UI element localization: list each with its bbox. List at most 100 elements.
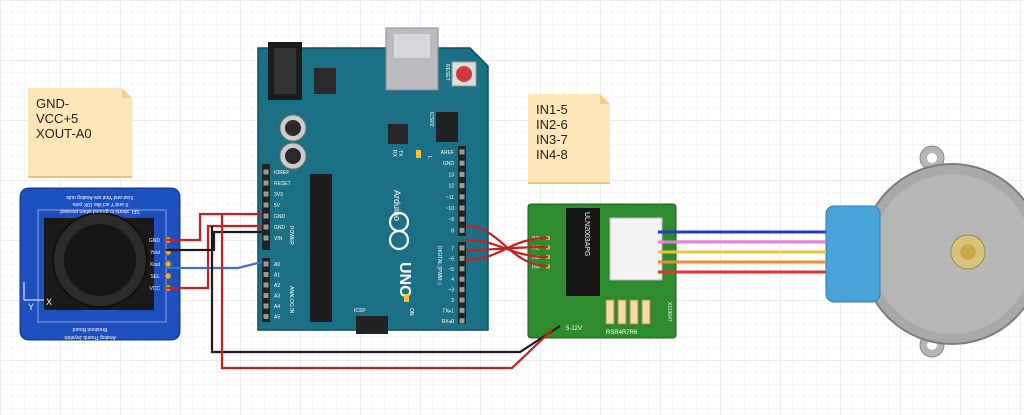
digital-pin-label: 8 [451, 228, 454, 234]
motor-connector [609, 217, 663, 281]
driver-note-line-1: IN1-5 [536, 102, 568, 117]
digital-pin-label: 7 [451, 246, 454, 252]
digital-pin[interactable] [459, 183, 465, 189]
l-label: L [426, 156, 432, 159]
power-pin[interactable] [263, 180, 269, 186]
l-led [416, 150, 421, 158]
joystick-pin-label: SEL [151, 274, 161, 280]
digital-pin[interactable] [459, 227, 465, 233]
uln2003-chip [566, 208, 600, 296]
digital-pin-label: ~6 [448, 256, 454, 262]
reset-button-cap[interactable] [456, 66, 472, 82]
power-pin[interactable] [263, 191, 269, 197]
joystick-note-line-2: VCC+5 [36, 111, 79, 126]
digital-pin[interactable] [459, 287, 465, 293]
analog-pin[interactable] [263, 272, 269, 277]
icsp2-label: ICSP2 [428, 112, 434, 127]
analog-pin-label: A4 [274, 304, 280, 310]
analog-pin[interactable] [263, 261, 269, 267]
joystick-cap[interactable] [64, 224, 136, 296]
power-pin[interactable] [263, 224, 269, 230]
power-pin-label: IOREF [274, 170, 289, 176]
digital-pin[interactable] [459, 171, 465, 177]
arduino-brand-text: Arduino [392, 190, 402, 221]
analog-header [262, 258, 270, 322]
driver-note-line-2: IN2-6 [536, 117, 568, 132]
joystick-desc-2: X and Y act like 10K pots. [71, 201, 128, 207]
joystick-pin-label: Yout [150, 250, 160, 256]
chip-label: ULN2003APG [583, 212, 590, 256]
analog-pin[interactable] [263, 314, 269, 319]
joystick-subtitle: Breakout Board [72, 326, 107, 332]
digital-pin[interactable] [459, 276, 465, 282]
power-pin[interactable] [263, 213, 269, 219]
joystick-breakout-board: Xout and Yout are Analog outs X and Y ac… [19, 187, 181, 341]
power-pin-label: 5V [274, 203, 281, 209]
power-label: 5-12V [566, 326, 582, 332]
power-pin[interactable] [263, 169, 269, 175]
digital-header-top [458, 146, 466, 236]
driver-in-label: IN4 [532, 265, 540, 271]
joystick-pin-label: Xout [150, 262, 161, 268]
arduino-logo [388, 211, 410, 251]
icsp-label: ICSP [354, 308, 366, 314]
digital-pin-label: RX◂0 [442, 319, 454, 325]
power-pin-label: 3V3 [274, 192, 283, 198]
led-label: RSR4R7R6 [606, 330, 638, 336]
digital-pin[interactable] [459, 297, 465, 303]
analog-header-label: ANALOG IN [288, 286, 294, 314]
voltage-regulator [314, 68, 336, 94]
on-led [404, 294, 409, 302]
wire-joystick-vcc-2 [166, 224, 262, 290]
wire-pin5-in1 [465, 236, 549, 262]
wire-joystick-vcc [166, 212, 262, 242]
joystick-pin-label: GND [149, 238, 161, 244]
analog-pin-label: A3 [274, 294, 280, 300]
wires [166, 212, 826, 370]
digital-pin[interactable] [459, 160, 465, 166]
power-pin-label: GND [274, 214, 286, 220]
digital-header-bottom [458, 242, 466, 324]
digital-pin[interactable] [459, 318, 465, 324]
wire-joystick-gnd [166, 230, 262, 252]
digital-pin[interactable] [459, 245, 465, 251]
digital-pin[interactable] [459, 255, 465, 261]
digital-pin[interactable] [459, 307, 465, 313]
power-pin[interactable] [263, 202, 269, 208]
power-pin-label: RESET [274, 181, 291, 187]
atmega-chip [310, 174, 332, 322]
digital-header-label: DIGITAL (PWM~) [436, 246, 442, 285]
digital-pin[interactable] [459, 205, 465, 211]
joystick-pin[interactable] [164, 260, 172, 268]
driver-in-label: IN2 [532, 246, 540, 252]
power-header-label: POWER [288, 226, 294, 245]
analog-pin-label: A0 [274, 262, 280, 268]
board-label: X113647 [666, 302, 672, 322]
power-pin-label: VIN [274, 236, 283, 242]
joystick-desc-1: Xout and Yout are Analog outs [66, 194, 134, 200]
reset-label: RESET [444, 64, 450, 81]
digital-pin-label: ~3 [448, 288, 454, 294]
analog-pin[interactable] [263, 293, 269, 298]
on-label: ON [408, 308, 414, 316]
digital-pin[interactable] [459, 194, 465, 200]
digital-pin[interactable] [459, 266, 465, 272]
status-leds [605, 299, 651, 325]
power-pin-label: GND [274, 225, 286, 231]
icsp2-header [436, 112, 458, 142]
analog-pin[interactable] [263, 303, 269, 309]
arduino-uno-board: RESET ICSP2 Arduino UNO TX RX L ON ICSP … [257, 27, 489, 334]
joystick-note-line-3: XOUT-A0 [36, 126, 92, 141]
power-pin[interactable] [263, 235, 269, 241]
digital-pin-label: ~9 [448, 217, 454, 223]
analog-pin[interactable] [263, 282, 269, 288]
driver-note: IN1-5 IN2-6 IN3-7 IN4-8 [528, 94, 610, 182]
digital-pin[interactable] [459, 149, 465, 155]
digital-pin[interactable] [459, 216, 465, 222]
driver-note-line-4: IN4-8 [536, 147, 568, 162]
joystick-pin[interactable] [164, 272, 172, 280]
digital-pin-label: AREF [441, 150, 454, 156]
wire-pin8-in4 [465, 224, 549, 268]
